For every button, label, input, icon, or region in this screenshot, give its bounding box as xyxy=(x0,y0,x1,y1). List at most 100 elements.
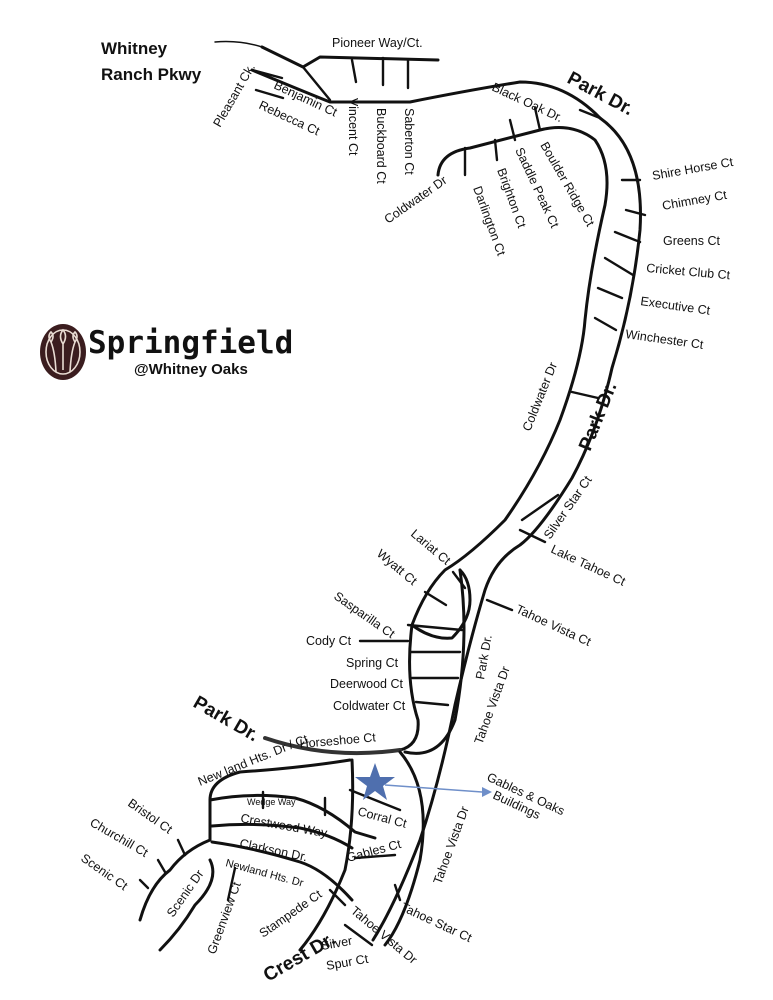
label-vincent: Vincent Ct xyxy=(346,98,360,156)
label-clarkson: Clarkson Dr. xyxy=(238,836,308,864)
label-brighton: Brighton Ct xyxy=(494,166,529,230)
boulder-ridge-ct-road xyxy=(533,106,542,132)
label-wedge: Wedge Way xyxy=(247,797,296,807)
black-oak-road xyxy=(578,108,602,120)
label-gables-ct: Gables Ct xyxy=(345,837,403,865)
crest-dr-road xyxy=(298,758,355,952)
pointer-arrowhead xyxy=(482,787,492,797)
label-park-small: Park Dr. xyxy=(473,634,495,681)
clarkson-dr-road xyxy=(210,840,354,902)
tahoe-vista-dr-road xyxy=(383,750,425,947)
bristol-ct-road xyxy=(176,838,187,857)
label-darlington: Darlington Ct xyxy=(470,184,508,258)
tahoe-vista-ct-road xyxy=(485,598,514,612)
park-dr-top-road xyxy=(250,68,602,120)
location-star-icon xyxy=(355,763,395,800)
road-network xyxy=(138,40,647,952)
rebecca-ct-road xyxy=(254,88,285,100)
wyatt-ct-road xyxy=(423,590,448,607)
springfield-logo: Springfield @Whitney Oaks xyxy=(40,324,293,380)
tulip-icon xyxy=(48,328,78,373)
churchill-ct-road xyxy=(156,858,167,874)
sasparilla-ct-road xyxy=(406,623,464,632)
pioneer-ct-spur-1 xyxy=(350,58,358,84)
label-wyatt: Wyatt Ct xyxy=(374,547,420,589)
label-tahoe-star: Tahoe Star Ct xyxy=(399,900,475,945)
label-horseshoe: Horseshoe Ct xyxy=(299,730,377,751)
benjamin-ct-road xyxy=(250,68,284,80)
label-shire: Shire Horse Ct xyxy=(651,155,735,183)
silver-spur-ct-road xyxy=(343,923,374,947)
newland-hts-dr-road xyxy=(208,758,352,842)
label-park-mid: Park Dr. xyxy=(575,379,621,453)
pioneer-way-road xyxy=(260,45,440,69)
park-coldwater-connector xyxy=(570,390,600,400)
saddle-peak-ct-road xyxy=(508,118,517,142)
park-dr-east-road xyxy=(371,116,642,942)
newland-loop-road xyxy=(208,793,377,840)
park-dr-inner-road xyxy=(403,568,466,755)
brand-name: Springfield xyxy=(88,325,293,361)
label-greens: Greens Ct xyxy=(663,234,720,248)
corral-ct-road xyxy=(348,788,402,812)
stampede-ct-road xyxy=(328,888,347,907)
greens-ct-road xyxy=(613,230,642,244)
park-dr-west-road xyxy=(263,736,402,756)
silver-star-ct-road xyxy=(520,493,560,522)
label-pleasant: Pleasant Ck. xyxy=(210,61,258,129)
whitney-ranch-title-2: Ranch Pkwy xyxy=(101,65,202,84)
label-scenic-dr: Scenic Dr xyxy=(164,867,207,919)
executive-ct-road xyxy=(596,286,624,300)
gables-oaks-marker xyxy=(355,763,492,800)
scenic-dr-road xyxy=(158,858,215,952)
label-silver-spur-2: Spur Ct xyxy=(325,952,370,973)
whitney-pointer-line xyxy=(214,40,263,48)
pointer-arrow-line xyxy=(384,784,483,793)
gables-ct-road xyxy=(353,853,397,860)
crestwood-way-road xyxy=(210,822,354,850)
lake-tahoe-ct-road xyxy=(518,528,547,544)
label-lake-tahoe: Lake Tahoe Ct xyxy=(549,542,628,589)
pioneer-connector-road xyxy=(301,65,332,102)
winchester-ct-road xyxy=(593,316,618,332)
scenic-ct-road xyxy=(138,878,150,890)
label-park-top: Park Dr. xyxy=(564,68,637,120)
label-executive: Executive Ct xyxy=(640,294,712,318)
bristol-churchill-road xyxy=(138,838,212,922)
label-spring: Spring Ct xyxy=(346,656,399,670)
label-churchill: Churchill Ct xyxy=(88,815,151,860)
label-buckboard: Buckboard Ct xyxy=(374,108,388,184)
park-dr-left-loop xyxy=(410,568,472,640)
whitney-ranch-title-1: Whitney xyxy=(101,39,168,58)
label-coldwater-ct: Coldwater Ct xyxy=(333,699,406,713)
label-park-left: Park Dr. xyxy=(190,692,263,746)
label-tahoe-vista-ct: Tahoe Vista Ct xyxy=(514,602,594,649)
label-greenview: Greenview Ct xyxy=(205,880,244,956)
label-cricket: Cricket Club Ct xyxy=(646,261,731,282)
brighton-ct-road xyxy=(493,138,499,162)
chimney-ct-road xyxy=(624,208,647,217)
coldwater-dr-road xyxy=(398,126,609,752)
label-cody: Cody Ct xyxy=(306,634,352,648)
brand-subtitle: @Whitney Oaks xyxy=(134,361,248,378)
label-saberton: Saberton Ct xyxy=(402,108,416,175)
cricket-club-ct-road xyxy=(603,256,635,277)
label-tahoe-vista-dr-mid: Tahoe Vista Dr xyxy=(431,804,472,886)
label-bristol: Bristol Ct xyxy=(125,796,175,837)
label-pioneer: Pioneer Way/Ct. xyxy=(332,36,423,50)
label-scenic-ct: Scenic Ct xyxy=(78,851,130,893)
label-deerwood: Deerwood Ct xyxy=(330,677,403,691)
greenview-ct-road xyxy=(226,866,237,902)
label-winchester: Winchester Ct xyxy=(625,327,705,352)
label-chimney: Chimney Ct xyxy=(661,188,728,213)
coldwater-ct-road xyxy=(414,700,450,707)
label-coldwater-mid: Coldwater Dr xyxy=(520,360,560,433)
label-silver-spur-1: Silver xyxy=(320,934,353,953)
label-lariat: Lariat Ct xyxy=(408,527,454,568)
label-corral: Corral Ct xyxy=(356,804,408,831)
label-crestwood: Crestwood Way xyxy=(239,811,329,840)
tahoe-star-ct-road xyxy=(393,883,402,902)
label-coldwater-top: Coldwater Dr xyxy=(382,173,450,226)
